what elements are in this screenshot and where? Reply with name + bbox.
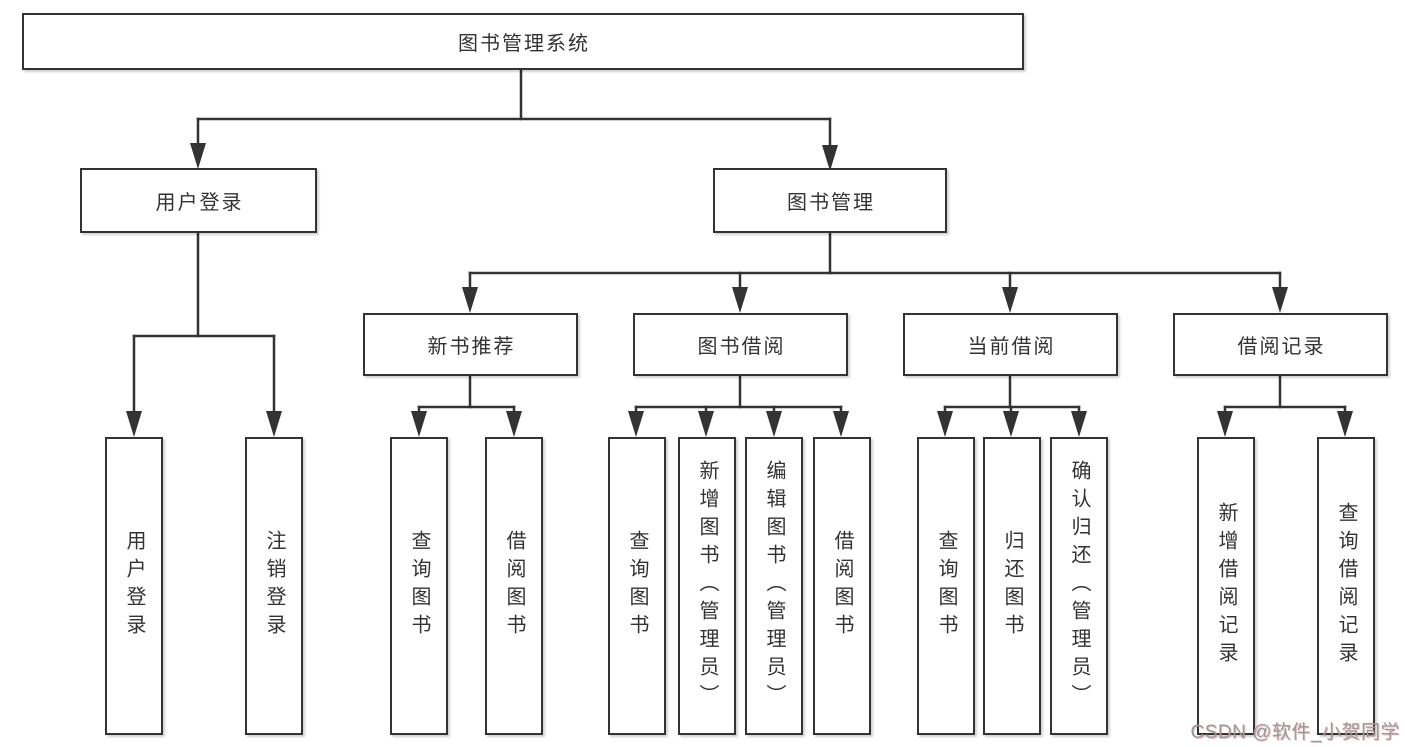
node-root: 图书管理系统 xyxy=(22,13,1024,70)
leaf-label: 用户登录 xyxy=(123,530,145,642)
leaf-logout: 注销登录 xyxy=(245,437,303,735)
leaf-label: 新增借阅记录 xyxy=(1215,502,1237,670)
leaf-borrow-book-recommend: 借阅图书 xyxy=(485,437,543,735)
leaf-borrow-book: 借阅图书 xyxy=(813,437,871,735)
leaf-query-book-borrow: 查询图书 xyxy=(608,437,666,735)
node-user-login-label: 用户登录 xyxy=(155,192,244,214)
leaf-label: 借阅图书 xyxy=(503,530,525,642)
node-root-label: 图书管理系统 xyxy=(458,33,590,55)
leaf-query-borrow-record: 查询借阅记录 xyxy=(1317,437,1375,735)
leaf-edit-book-admin: 编辑图书（管理员） xyxy=(745,437,803,735)
leaf-label: 借阅图书 xyxy=(831,530,853,642)
node-book-borrow: 图书借阅 xyxy=(633,313,848,376)
leaf-label: 查询借阅记录 xyxy=(1335,502,1357,670)
leaf-add-borrow-record: 新增借阅记录 xyxy=(1197,437,1255,735)
leaf-label: 确认归还（管理员） xyxy=(1068,460,1090,712)
leaf-label: 查询图书 xyxy=(626,530,648,642)
leaf-query-book-current: 查询图书 xyxy=(917,437,975,735)
leaf-return-book: 归还图书 xyxy=(983,437,1041,735)
node-borrow-record-label: 借阅记录 xyxy=(1237,336,1326,358)
node-new-book-recommend: 新书推荐 xyxy=(363,313,578,376)
csdn-watermark: CSDN @软件_小贺同学 xyxy=(1190,722,1400,743)
node-new-book-recommend-label: 新书推荐 xyxy=(427,336,516,358)
node-book-management-label: 图书管理 xyxy=(787,192,875,214)
node-borrow-record: 借阅记录 xyxy=(1173,313,1388,376)
node-book-borrow-label: 图书借阅 xyxy=(697,336,786,358)
leaf-label: 查询图书 xyxy=(408,530,430,642)
node-user-login: 用户登录 xyxy=(80,168,317,233)
leaf-label: 注销登录 xyxy=(263,530,285,642)
node-current-borrow-label: 当前借阅 xyxy=(967,336,1056,358)
leaf-label: 编辑图书（管理员） xyxy=(763,460,785,712)
leaf-user-login: 用户登录 xyxy=(105,437,163,735)
node-book-management: 图书管理 xyxy=(713,168,947,233)
leaf-label: 归还图书 xyxy=(1001,530,1023,642)
leaf-confirm-return-admin: 确认归还（管理员） xyxy=(1050,437,1108,735)
node-current-borrow: 当前借阅 xyxy=(903,313,1118,376)
leaf-label: 新增图书（管理员） xyxy=(696,460,718,712)
leaf-label: 查询图书 xyxy=(935,530,957,642)
leaf-query-book-recommend: 查询图书 xyxy=(390,437,448,735)
arrowheads xyxy=(126,143,1353,437)
leaf-add-book-admin: 新增图书（管理员） xyxy=(678,437,736,735)
